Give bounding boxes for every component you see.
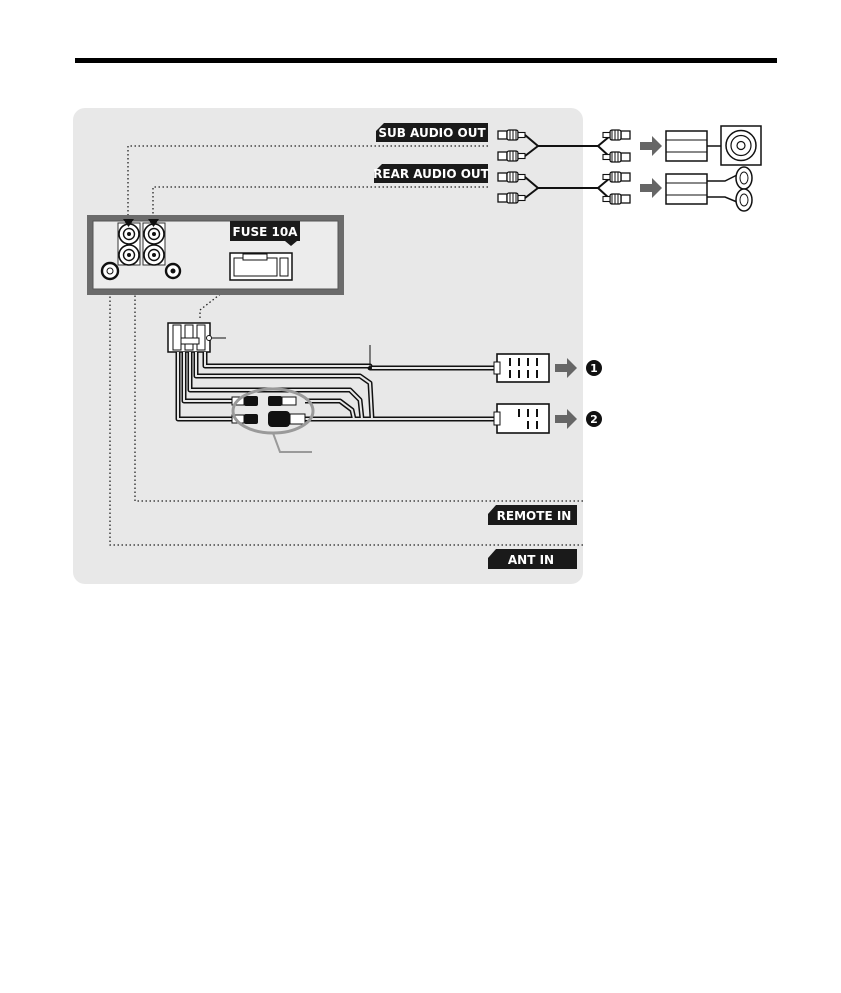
top-rule	[75, 58, 777, 63]
rear-speaker-icon-top	[736, 167, 752, 189]
sub-audio-out-label: SUB AUDIO OUT	[376, 123, 488, 142]
sub-amplifier-icon	[666, 131, 707, 161]
rear-audio-out-text: REAR AUDIO OUT	[373, 167, 490, 181]
callout-2: 2	[586, 411, 602, 427]
connector-1	[494, 354, 549, 382]
fuse-socket	[230, 253, 292, 280]
callout-1: 1	[586, 360, 602, 376]
rear-audio-out-label: REAR AUDIO OUT	[373, 164, 490, 183]
rear-out-jack-bottom	[144, 245, 164, 265]
rear-speaker-icon-bottom	[736, 189, 752, 211]
ant-in-text: ANT IN	[508, 553, 554, 567]
remote-in-text: REMOTE IN	[497, 509, 572, 523]
sub-out-jack-top	[119, 224, 139, 244]
subwoofer-icon	[721, 126, 761, 165]
sub-out-jack-bottom	[119, 245, 139, 265]
arrow-to-sub-amp	[640, 136, 662, 156]
arrow-to-rear-amp	[640, 178, 662, 198]
remote-in-label: REMOTE IN	[488, 505, 577, 525]
fuse-label-text: FUSE 10A	[233, 225, 299, 239]
sub-audio-out-text: SUB AUDIO OUT	[378, 126, 486, 140]
head-unit	[87, 215, 344, 295]
rear-amplifier-icon	[666, 174, 707, 204]
callout-2-text: 2	[590, 413, 598, 426]
rear-out-jack-top	[144, 224, 164, 244]
connector-2	[494, 404, 549, 433]
ant-in-label: ANT IN	[488, 549, 577, 569]
callout-1-text: 1	[590, 362, 598, 375]
